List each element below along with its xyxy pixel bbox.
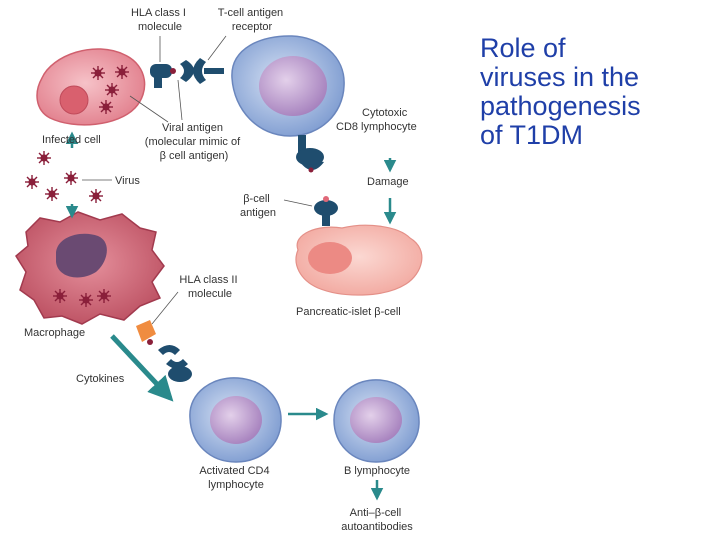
slide-title-line: of T1DM <box>480 120 584 150</box>
label-cytotoxic-cd8: Cytotoxic CD8 lymphocyte <box>336 107 417 133</box>
label-t-cell-receptor: T-cell antigen receptor <box>218 7 287 33</box>
label-viral-antigen: Viral antigen (molecular mimic of β cell… <box>145 122 243 162</box>
free-viruses <box>24 150 104 204</box>
hla-class-1-molecule <box>150 64 176 88</box>
label-beta-cell-antigen: β-cell antigen <box>240 193 276 219</box>
slide-title-line: Role of <box>480 33 566 63</box>
slide-title-line: viruses in the <box>480 62 640 92</box>
macrophage <box>15 211 165 325</box>
slide-title: Role of viruses in the pathogenesis of T… <box>480 34 712 150</box>
label-hla-class-1: HLA class I molecule <box>131 7 189 33</box>
label-b-lymphocyte: B lymphocyte <box>344 465 410 477</box>
leader-lines <box>82 35 313 325</box>
label-damage: Damage <box>367 176 409 188</box>
label-autoantibodies: Anti–β-cell autoantibodies <box>341 507 413 533</box>
label-virus: Virus <box>115 175 140 187</box>
cytotoxic-cd8-lymphocyte <box>231 35 345 137</box>
label-activated-cd4: Activated CD4 lymphocyte <box>199 465 272 491</box>
slide-title-line: pathogenesis <box>480 91 641 121</box>
label-islet-beta-cell: Pancreatic-islet β-cell <box>296 306 401 318</box>
pancreatic-islet-beta-cell <box>295 224 423 296</box>
beta-cell-antigen-molecule <box>314 196 338 226</box>
activated-cd4-lymphocyte <box>189 377 282 463</box>
label-infected-cell: Infected cell <box>42 134 101 146</box>
t-cell-receptor-bottom <box>296 135 324 173</box>
t-cell-receptor-cd4 <box>158 345 192 382</box>
label-macrophage: Macrophage <box>24 327 85 339</box>
infected-cell <box>36 48 146 126</box>
t-cell-receptor-top <box>180 58 224 84</box>
hla-class-2-molecule <box>136 320 156 345</box>
arrows <box>65 131 397 501</box>
b-lymphocyte <box>333 379 420 463</box>
label-cytokines: Cytokines <box>76 373 125 385</box>
label-hla-class-2: HLA class II molecule <box>179 274 240 300</box>
